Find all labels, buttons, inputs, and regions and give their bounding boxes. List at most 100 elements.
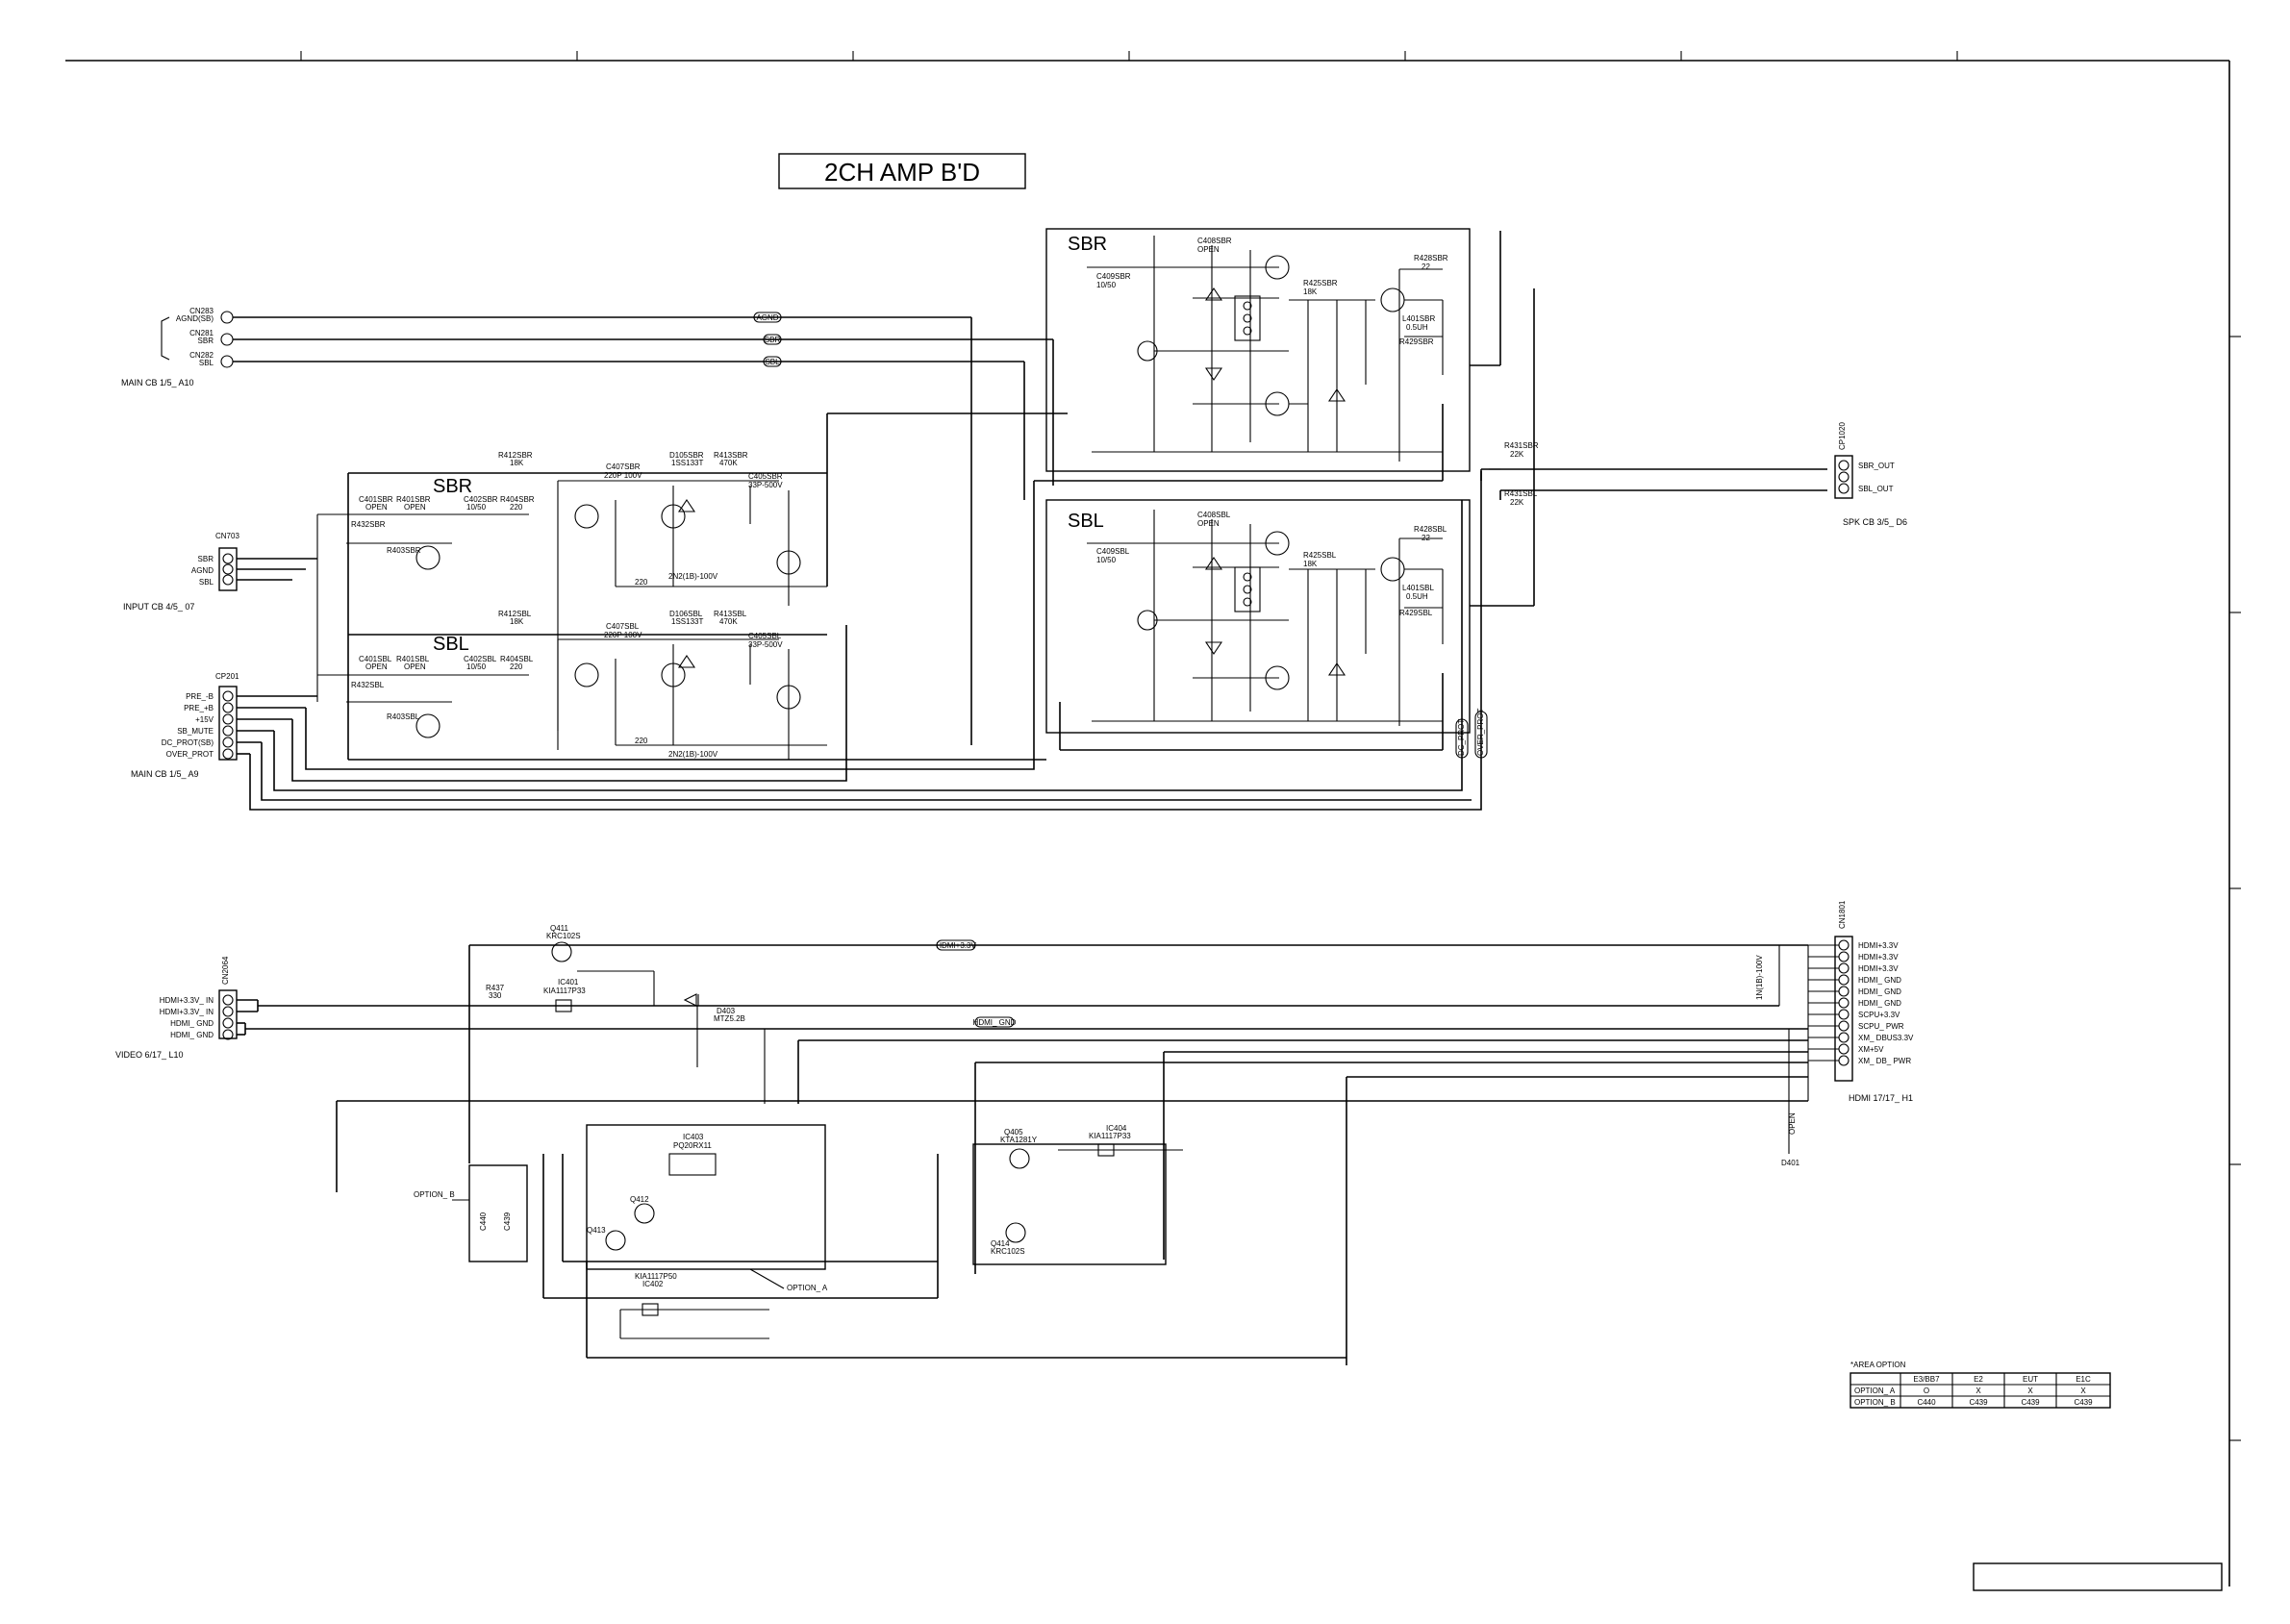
svg-text:330: 330	[489, 991, 502, 1000]
svg-text:SBR: SBR	[198, 337, 214, 345]
sbr-power-amp-block: SBR C408SBR OPEN C409SBR 10/50 R425SBR 1…	[1045, 228, 1471, 472]
svg-text:Q414: Q414	[991, 1239, 1010, 1248]
svg-text:R413SBR: R413SBR	[714, 451, 748, 460]
svg-text:X: X	[2080, 1387, 2086, 1395]
svg-text:C408SBR: C408SBR	[1197, 237, 1232, 245]
svg-text:OPEN: OPEN	[365, 503, 388, 512]
svg-text:CN282: CN282	[189, 351, 214, 360]
svg-text:10/50: 10/50	[1096, 281, 1117, 289]
svg-text:HDMI_ GND: HDMI_ GND	[973, 1018, 1017, 1027]
svg-text:XM+5V: XM+5V	[1858, 1045, 1884, 1054]
svg-text:E3/BB7: E3/BB7	[1913, 1375, 1940, 1384]
svg-text:Q412: Q412	[630, 1195, 649, 1204]
svg-text:HDMI+3.3V: HDMI+3.3V	[1858, 964, 1899, 973]
svg-text:MTZ5.2B: MTZ5.2B	[714, 1014, 745, 1023]
svg-text:+15V: +15V	[195, 715, 214, 724]
svg-text:R401SBR: R401SBR	[396, 495, 431, 504]
svg-text:SBR: SBR	[198, 555, 214, 563]
svg-text:R425SBL: R425SBL	[1303, 551, 1337, 560]
input-cb-connector: CN703 SBR AGND SBL INPUT CB 4/5_ 07	[123, 532, 317, 612]
svg-text:O: O	[1924, 1387, 1929, 1395]
svg-text:DC_PROT(SB): DC_PROT(SB)	[162, 738, 214, 747]
svg-text:KTA1281Y: KTA1281Y	[1000, 1136, 1038, 1144]
svg-text:KIA1117P50: KIA1117P50	[635, 1272, 677, 1281]
svg-text:OPEN: OPEN	[1788, 1112, 1797, 1135]
svg-text:PRE_-B: PRE_-B	[186, 692, 214, 701]
svg-text:220P 100V: 220P 100V	[604, 631, 642, 639]
svg-text:R431SBL: R431SBL	[1504, 489, 1538, 498]
svg-text:OPEN: OPEN	[404, 503, 426, 512]
svg-text:HDMI+3.3V_ IN: HDMI+3.3V_ IN	[160, 996, 214, 1005]
svg-text:D401: D401	[1781, 1159, 1800, 1167]
svg-text:XM_ DBUS3.3V: XM_ DBUS3.3V	[1858, 1034, 1914, 1042]
sbl-power-amp-block: SBL C408SBL OPEN C409SBL 10/50 R425SBL 1…	[1045, 499, 1471, 734]
svg-text:SBL: SBL	[199, 578, 214, 587]
svg-text:22K: 22K	[1510, 450, 1524, 459]
svg-text:CN703: CN703	[215, 532, 239, 540]
svg-text:R404SBR: R404SBR	[500, 495, 535, 504]
svg-text:OPTION_ A: OPTION_ A	[787, 1284, 828, 1292]
svg-text:R428SBL: R428SBL	[1414, 525, 1447, 534]
svg-text:220: 220	[510, 503, 523, 512]
sbr-pre-label: SBR	[433, 476, 472, 497]
svg-text:Q411: Q411	[550, 924, 569, 933]
svg-text:Q405: Q405	[1004, 1128, 1023, 1137]
svg-text:R403SBR: R403SBR	[387, 546, 421, 555]
svg-text:E1C: E1C	[2076, 1375, 2091, 1384]
svg-text:R432SBL: R432SBL	[351, 681, 385, 689]
svg-text:DC_PROT: DC_PROT	[1457, 719, 1466, 756]
video-connector-label: VIDEO 6/17_ L10	[115, 1050, 184, 1060]
svg-text:R412SBR: R412SBR	[498, 451, 533, 460]
svg-text:470K: 470K	[719, 617, 738, 626]
svg-text:1SS133T: 1SS133T	[671, 459, 703, 467]
svg-text:18K: 18K	[510, 459, 524, 467]
svg-text:HDMI+3.3V_ IN: HDMI+3.3V_ IN	[160, 1008, 214, 1016]
spk-cb-label: SPK CB 3/5_ D6	[1843, 517, 1907, 527]
svg-text:0.5UH: 0.5UH	[1406, 323, 1428, 332]
svg-text:2N2(1B)-100V: 2N2(1B)-100V	[668, 750, 718, 759]
svg-text:HDMI+3.3V: HDMI+3.3V	[1858, 953, 1899, 962]
svg-text:EUT: EUT	[2023, 1375, 2038, 1384]
svg-text:33P-500V: 33P-500V	[748, 481, 783, 489]
diagram-title-box: 2CH AMP B'D	[778, 153, 1026, 189]
input-cb-label: INPUT CB 4/5_ 07	[123, 602, 194, 612]
svg-text:18K: 18K	[510, 617, 524, 626]
svg-text:L401SBR: L401SBR	[1402, 314, 1435, 323]
svg-text:220P 100V: 220P 100V	[604, 471, 642, 480]
svg-text:Q413: Q413	[587, 1226, 606, 1235]
sbl-preamp-section: SBL R412SBL 18K C407SBL 220P 100V D106SB…	[317, 610, 827, 760]
svg-text:SCPU+3.3V: SCPU+3.3V	[1858, 1011, 1900, 1019]
svg-text:HDMI_ GND: HDMI_ GND	[170, 1031, 214, 1039]
svg-text:C402SBR: C402SBR	[464, 495, 498, 504]
svg-text:2N2(1B)-100V: 2N2(1B)-100V	[668, 572, 718, 581]
svg-text:R432SBR: R432SBR	[351, 520, 386, 529]
svg-text:470K: 470K	[719, 459, 738, 467]
spk-cb-connector: R431SBR 22K R431SBL 22K CP1020 SBR_OUT S…	[1480, 422, 1907, 527]
svg-text:R425SBR: R425SBR	[1303, 279, 1338, 287]
sbl-power-label: SBL	[1068, 511, 1104, 532]
svg-text:C439: C439	[1969, 1398, 1988, 1407]
title-block	[1973, 1562, 2223, 1591]
svg-text:IC403: IC403	[683, 1133, 704, 1141]
svg-text:C402SBL: C402SBL	[464, 655, 497, 663]
svg-text:HDMI_ GND: HDMI_ GND	[1858, 999, 1901, 1008]
svg-text:22: 22	[1422, 262, 1430, 271]
sheet-frame	[65, 51, 2241, 1587]
svg-text:KRC102S: KRC102S	[991, 1247, 1025, 1256]
svg-text:C401SBR: C401SBR	[359, 495, 393, 504]
svg-text:IC404: IC404	[1106, 1124, 1127, 1133]
main-interconnect-wires: DC_PROT OVER_PROT	[826, 231, 1535, 759]
svg-text:HDMI+3.3V: HDMI+3.3V	[936, 941, 976, 950]
hdmi-power-section: CN2064 HDMI+3.3V_ IN HDMI+3.3V_ IN HDMI_…	[115, 924, 1808, 1365]
svg-text:33P-500V: 33P-500V	[748, 640, 783, 649]
svg-text:SBR: SBR	[765, 336, 781, 344]
svg-text:C409SBR: C409SBR	[1096, 272, 1131, 281]
svg-text:OPEN: OPEN	[365, 662, 388, 671]
svg-text:KRC102S: KRC102S	[546, 932, 581, 940]
hdmi-connector: CN1801 HDMI+3.3V HDMI+3.3V HDMI+3.3V HDM…	[1807, 900, 1914, 1103]
sbr-preamp-section: SBR R412SBR 18K C407SBR 220P 100V D105SB…	[316, 451, 827, 760]
svg-text:R404SBL: R404SBL	[500, 655, 534, 663]
svg-text:C408SBL: C408SBL	[1197, 511, 1231, 519]
